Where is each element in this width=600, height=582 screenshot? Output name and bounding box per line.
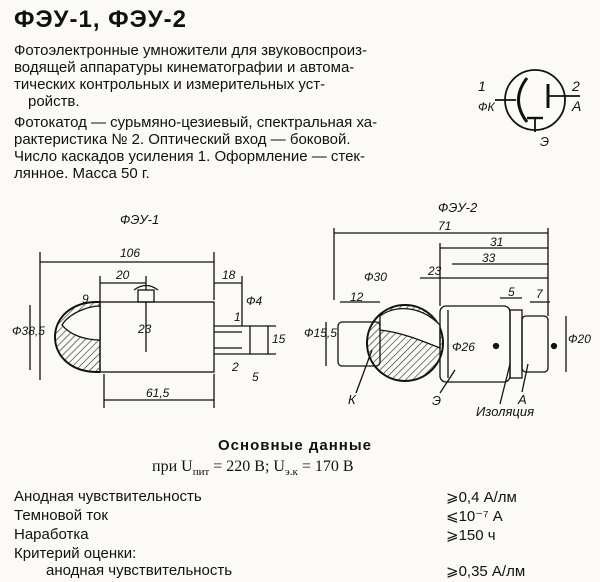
fep1-dim-38-5: Ф38,5 [12, 324, 45, 338]
measurement-conditions: при Uпит = 220 В; Uэ.к = 170 В [152, 458, 354, 479]
fep2-dim-71: 71 [438, 219, 452, 233]
fep1-dim-5: 5 [252, 370, 259, 384]
fep1-drawing [29, 252, 276, 408]
param-value: ⩽10⁻⁷ А [446, 508, 503, 525]
intro-line: водящей аппаратуры кинематографии и авто… [14, 59, 355, 76]
page-title: ФЭУ-1, ФЭУ-2 [14, 6, 187, 33]
fep2-dim-31: 31 [490, 235, 504, 249]
fep2-label: ФЭУ-2 [438, 200, 478, 215]
fep1-dim-106: 106 [120, 246, 141, 260]
fep1-dim-23: 23 [138, 322, 152, 336]
specs-line: рактеристика № 2. Оптический вход — боко… [14, 131, 351, 148]
schematic-e: Э [540, 134, 550, 149]
fep1-dim-4: Ф4 [246, 294, 263, 308]
fep2-label-k: К [348, 392, 356, 407]
param-value: ⩾0,4 А/лм [446, 489, 517, 506]
fep1-dim-15: 15 [272, 332, 286, 346]
fep2-label-isolation: Изоляция [476, 404, 535, 419]
param-row-anode-sensitivity: Анодная чувствительность [14, 488, 202, 505]
specs-line: Фотокатод — сурьмяно-цезиевый, спектраль… [14, 114, 378, 131]
schematic-pin1: 1 [478, 78, 486, 94]
fep2-dim-5: 5 [508, 285, 515, 299]
fep2-dim-7: 7 [536, 287, 543, 301]
param-row-dark-current: Темновой ток [14, 507, 108, 524]
schematic-pin2: 2 [572, 78, 580, 94]
fep2-dim-33: 33 [482, 251, 496, 265]
fep2-dim-20: Ф20 [568, 332, 591, 346]
tube-schematic [495, 69, 580, 132]
param-row-criterion: Критерий оценки: [14, 545, 137, 562]
intro-paragraph: Фотоэлектронные умножители для звуковосп… [14, 42, 367, 110]
intro-line: тических контрольных и измерительных уст… [14, 76, 326, 93]
fep2-dim-30: Ф30 [364, 270, 387, 284]
fep2-dim-15-5: Ф15,5 [304, 326, 337, 340]
schematic-fk: ФК [478, 100, 495, 114]
fep2-label-a: А [518, 392, 527, 407]
fep2-dim-23: 23 [428, 264, 442, 278]
fep2-drawing [325, 228, 567, 405]
param-value: ⩾0,35 А/лм [446, 563, 526, 580]
specs-paragraph: Фотокатод — сурьмяно-цезиевый, спектраль… [14, 114, 377, 182]
fep1-dim-9: 9 [82, 292, 89, 306]
fep1-dim-20: 20 [116, 268, 130, 282]
param-row-lifetime: Наработка [14, 526, 89, 543]
fep1-dim-1: 1 [234, 310, 241, 324]
intro-line: ройств. [28, 93, 80, 110]
intro-line: Фотоэлектронные умножители для звуковосп… [14, 42, 367, 59]
basic-data-heading: Основные данные [218, 437, 372, 454]
schematic-a: А [572, 98, 582, 114]
fep1-dim-2: 2 [232, 360, 239, 374]
specs-line: лянное. Масса 50 г. [14, 165, 150, 182]
specs-line: Число каскадов усиления 1. Оформление — … [14, 148, 365, 165]
param-row-criterion-sensitivity: анодная чувствительность [46, 562, 233, 579]
fep2-label-e: Э [432, 393, 442, 408]
fep1-dim-18: 18 [222, 268, 236, 282]
fep2-dim-26: Ф26 [452, 340, 475, 354]
param-value: ⩾150 ч [446, 527, 496, 544]
fep2-dim-12: 12 [350, 290, 364, 304]
fep1-dim-61-5: 61,5 [146, 386, 170, 400]
fep1-label: ФЭУ-1 [120, 212, 160, 227]
